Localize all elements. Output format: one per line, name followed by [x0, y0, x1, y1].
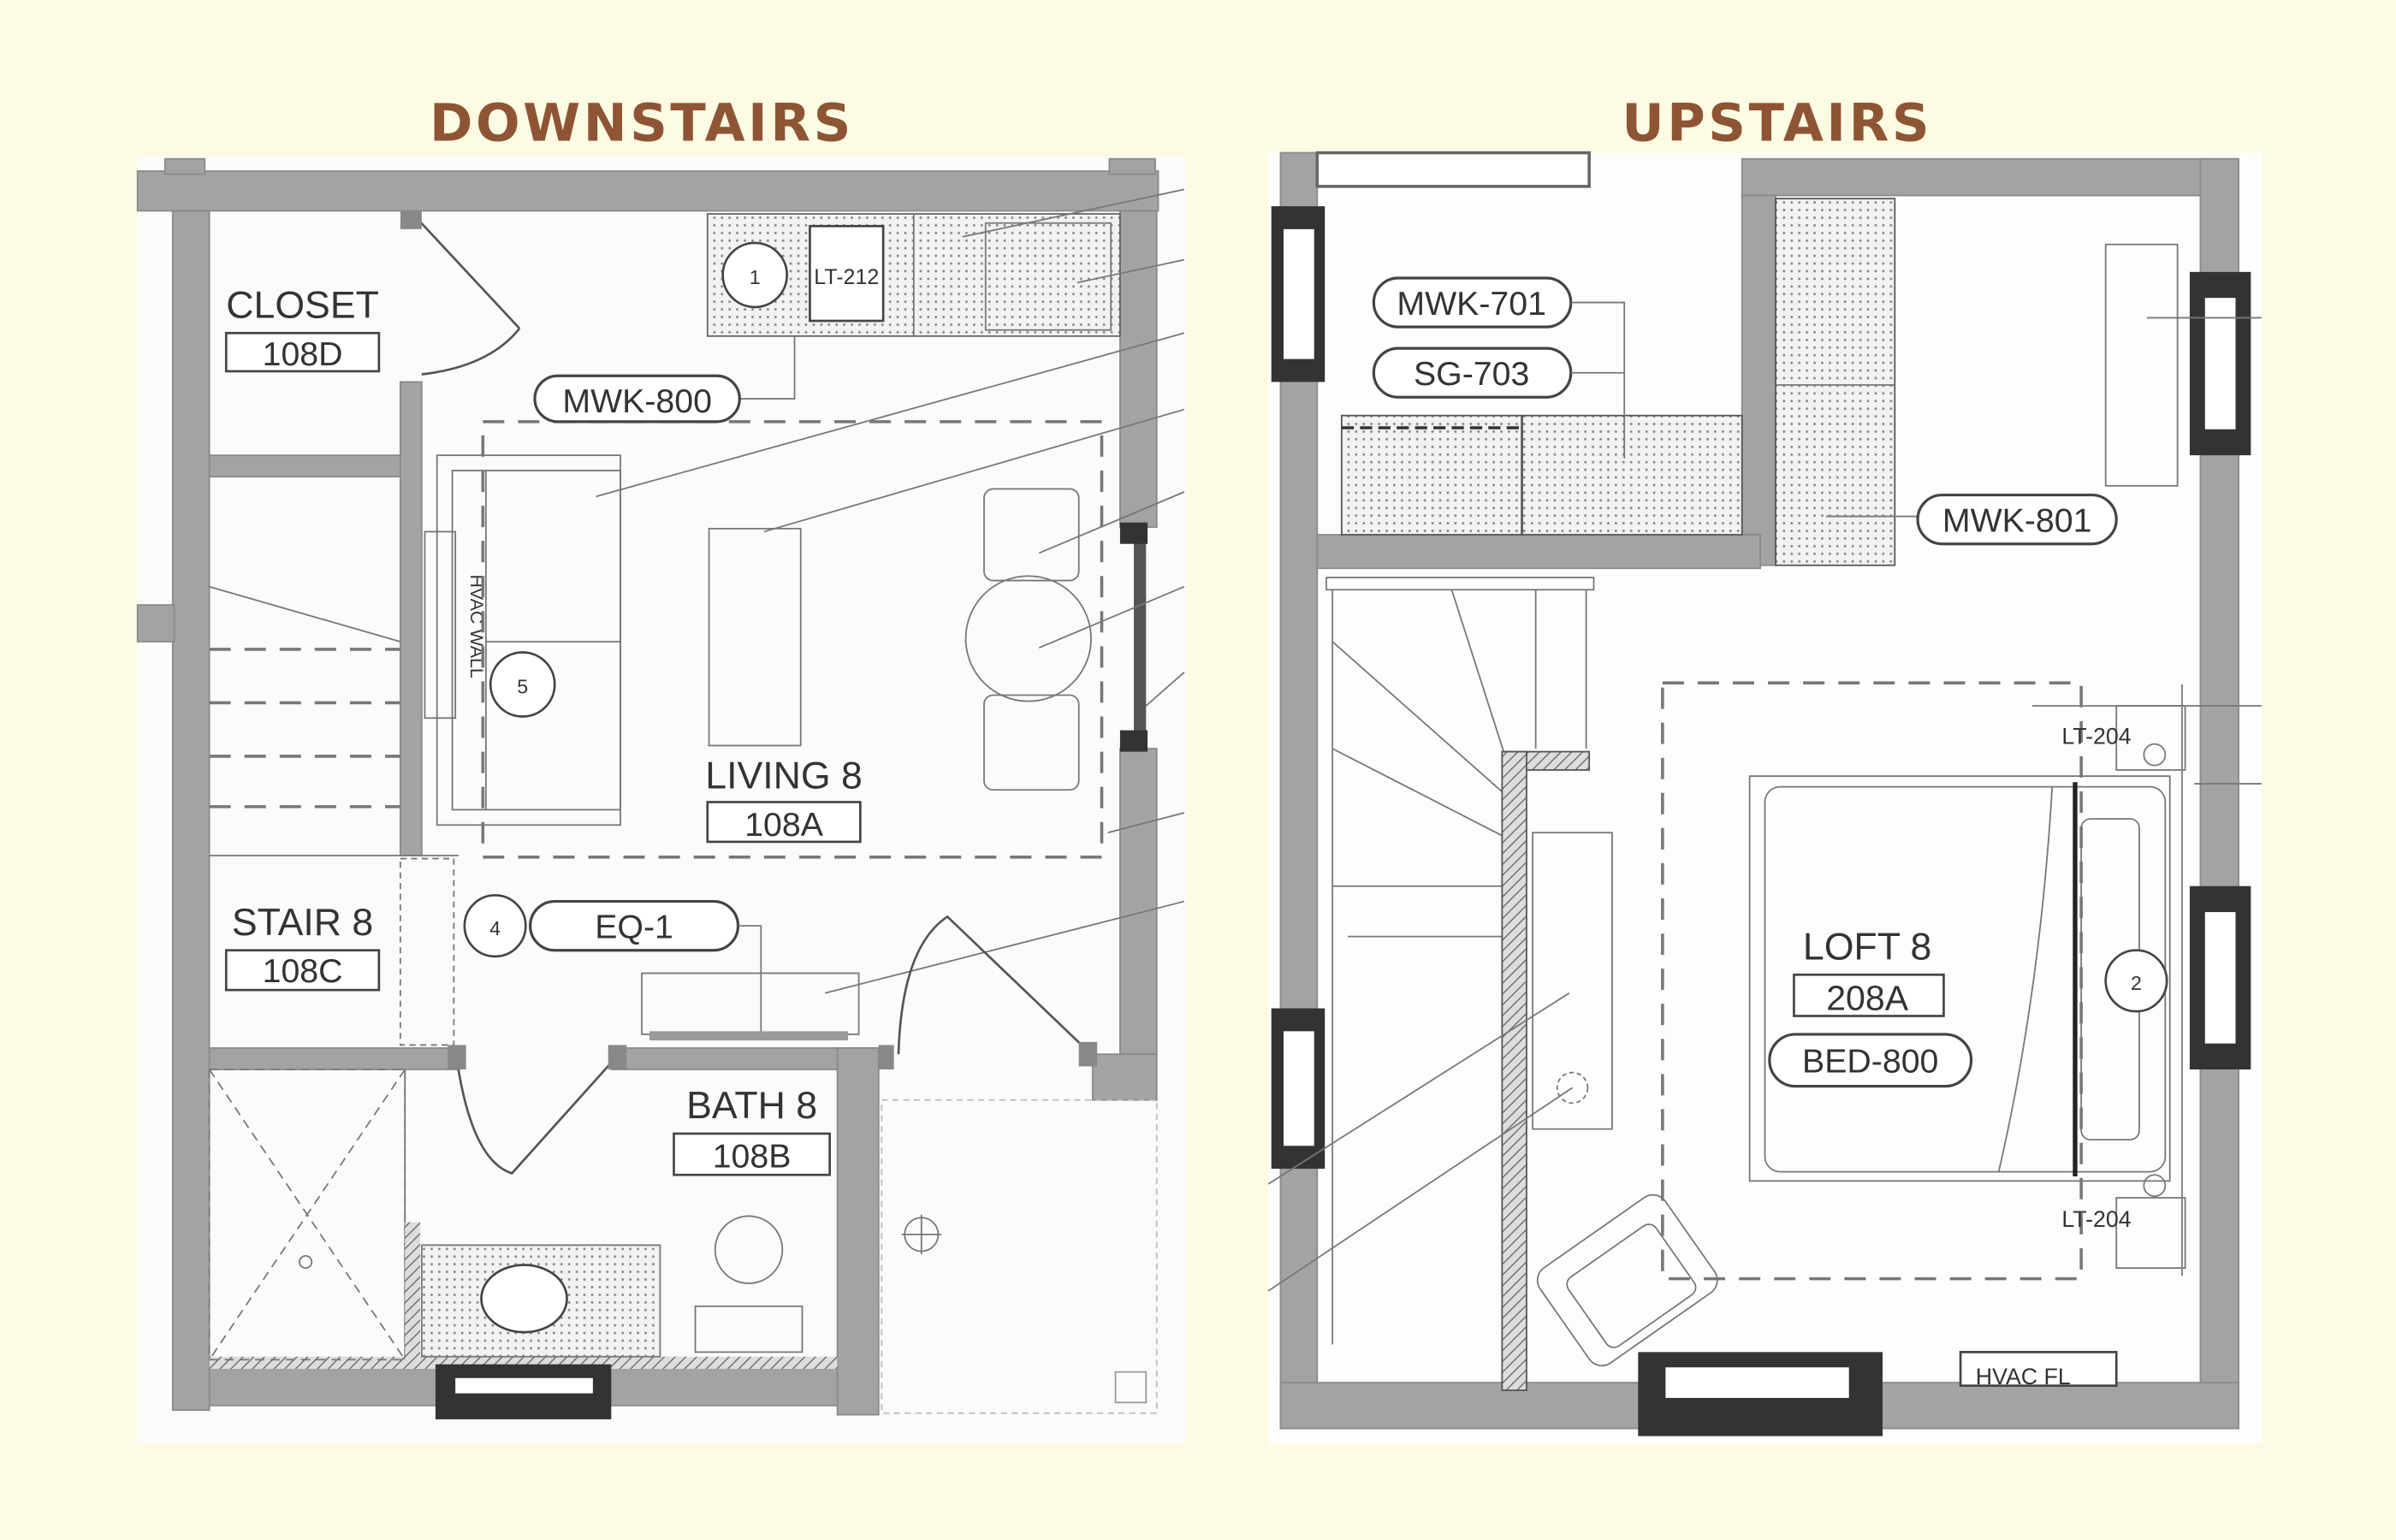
- keynote-5: 5: [517, 676, 528, 698]
- svg-text:BATH 8: BATH 8: [686, 1085, 817, 1127]
- svg-text:SG-703: SG-703: [1414, 355, 1529, 393]
- upstairs-plan: MWK-701 SG-703 MWK-801 LOFT 8 208A BED-8…: [1267, 151, 2262, 1444]
- svg-text:108B: 108B: [713, 1137, 792, 1175]
- keynote-2: 2: [2104, 949, 2168, 1013]
- svg-text:LT-212: LT-212: [814, 265, 879, 289]
- ceiling-light-icon: [901, 1214, 941, 1255]
- svg-text:CLOSET: CLOSET: [226, 284, 379, 326]
- tag-hvac-fl: HVAC FL: [1959, 1351, 2118, 1389]
- svg-text:LIVING 8: LIVING 8: [705, 755, 863, 797]
- stair-treads: [209, 585, 459, 856]
- downstairs-plan: HVAC WALL 5: [136, 156, 1186, 1444]
- tag-mwk-801: MWK-801: [1825, 493, 2118, 546]
- tag-lt-212: 1 LT-212: [721, 241, 879, 309]
- svg-text:108C: 108C: [263, 952, 343, 990]
- room-stair: STAIR 8 108C: [224, 902, 381, 992]
- room-closet: CLOSET 108D: [224, 284, 381, 373]
- tag-lt-204-bottom: LT-204: [2061, 1206, 2131, 1232]
- svg-text:4: 4: [489, 917, 501, 939]
- room-bath: BATH 8 108B: [673, 1085, 831, 1176]
- room-living: LIVING 8 108A: [705, 755, 863, 843]
- tag-bed-800: BED-800: [1768, 1033, 1973, 1088]
- upstairs-title: UPSTAIRS: [1622, 93, 1932, 153]
- downstairs-title: DOWNSTAIRS: [430, 93, 854, 153]
- svg-text:BED-800: BED-800: [1802, 1043, 1938, 1081]
- tag-mwk-701: MWK-701: [1372, 276, 1573, 329]
- svg-text:LOFT 8: LOFT 8: [1803, 926, 1931, 968]
- wall: [136, 170, 1159, 212]
- tag-sg-703: SG-703: [1372, 346, 1573, 399]
- svg-text:108A: 108A: [744, 806, 824, 844]
- tag-lt-204-top: LT-204: [2061, 724, 2131, 749]
- svg-text:MWK-701: MWK-701: [1397, 285, 1546, 323]
- svg-text:108D: 108D: [263, 335, 343, 373]
- svg-text:2: 2: [2131, 972, 2142, 994]
- svg-text:MWK-801: MWK-801: [1942, 501, 2092, 539]
- svg-text:MWK-800: MWK-800: [562, 382, 712, 420]
- svg-text:EQ-1: EQ-1: [595, 908, 673, 945]
- svg-text:1: 1: [750, 266, 761, 288]
- window: [1271, 206, 2251, 1436]
- svg-text:HVAC FL: HVAC FL: [1976, 1364, 2071, 1389]
- tag-eq-1: 4 EQ-1: [463, 894, 762, 1032]
- tag-mwk-800: MWK-800: [533, 335, 796, 424]
- room-loft: LOFT 8 208A: [1793, 926, 1945, 1017]
- svg-text:STAIR 8: STAIR 8: [232, 902, 373, 944]
- svg-text:208A: 208A: [1826, 978, 1909, 1017]
